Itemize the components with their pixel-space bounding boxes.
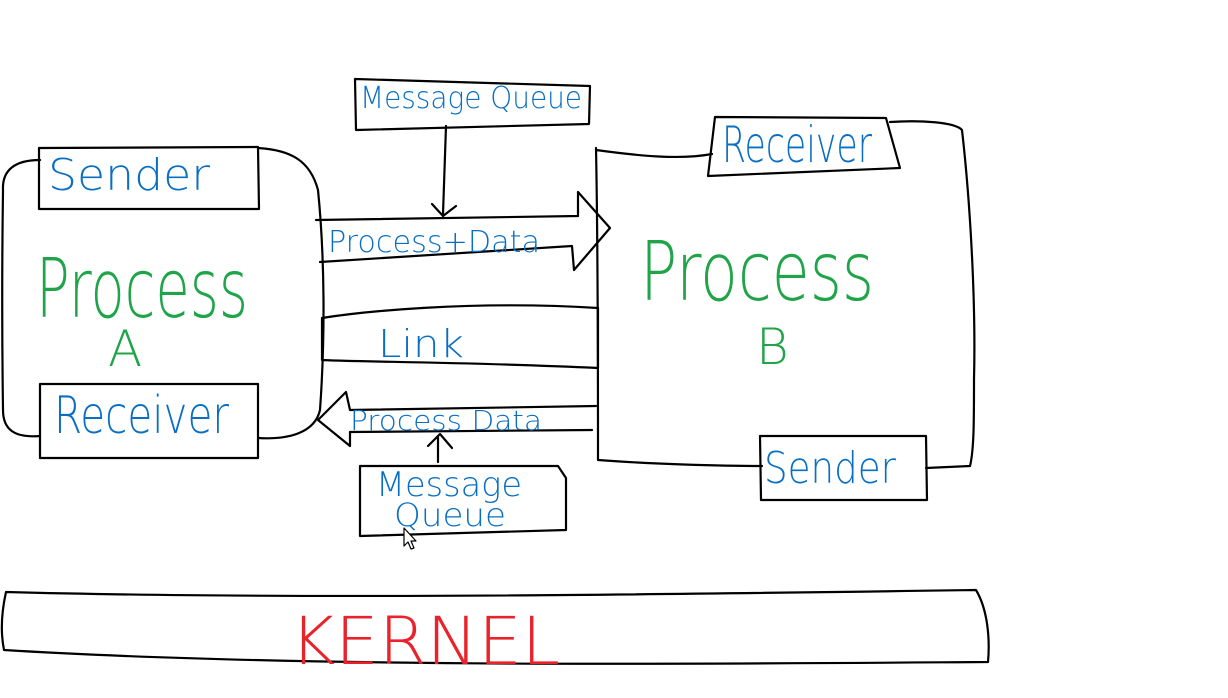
- process-a-letter: A: [108, 320, 142, 378]
- top-queue-connector: [430, 124, 458, 218]
- bottom-message-queue-box: [358, 464, 568, 538]
- process-a-sender-box: [37, 145, 261, 211]
- process-b: Receiver Process B Sender: [594, 115, 976, 502]
- process-b-receiver-label: Receiver: [722, 116, 872, 174]
- bottom-data-label: Process Data: [350, 404, 542, 437]
- bottom-message-queue-label-line2: Queue: [394, 496, 506, 534]
- bottom-message-queue-label-line1: Message: [376, 465, 522, 505]
- process-b-sender-box: [758, 434, 929, 502]
- top-data-label: Process+Data: [328, 225, 540, 260]
- process-a-title: Process: [36, 242, 248, 337]
- process-a-receiver-box: [38, 382, 260, 460]
- top-message-queue-box: [353, 77, 592, 132]
- bottom-channel: Process Data Message Queue: [316, 390, 598, 538]
- top-channel: Message Queue Process+Data: [314, 77, 612, 272]
- process-a: Sender Process A Receiver: [1, 145, 325, 460]
- process-b-receiver-box: [706, 115, 902, 178]
- kernel-box: [0, 588, 990, 665]
- link-label: Link: [378, 322, 464, 366]
- top-message-queue-label: Message Queue: [360, 81, 582, 116]
- kernel-label: KERNEL: [290, 603, 560, 680]
- process-a-outline: [1, 146, 325, 440]
- link: Link: [320, 304, 600, 370]
- bottom-data-arrow: [316, 390, 598, 448]
- process-b-title: Process: [640, 225, 874, 320]
- process-b-sender-label: Sender: [764, 443, 897, 494]
- bottom-queue-connector: [426, 432, 454, 464]
- cursor-icon: [403, 527, 417, 550]
- process-b-outline: [594, 120, 976, 470]
- process-b-letter: B: [756, 318, 789, 376]
- top-data-arrow: [314, 190, 612, 272]
- process-a-receiver-label: Receiver: [54, 386, 229, 446]
- kernel: KERNEL: [0, 588, 990, 680]
- process-a-sender-label: Sender: [48, 150, 211, 201]
